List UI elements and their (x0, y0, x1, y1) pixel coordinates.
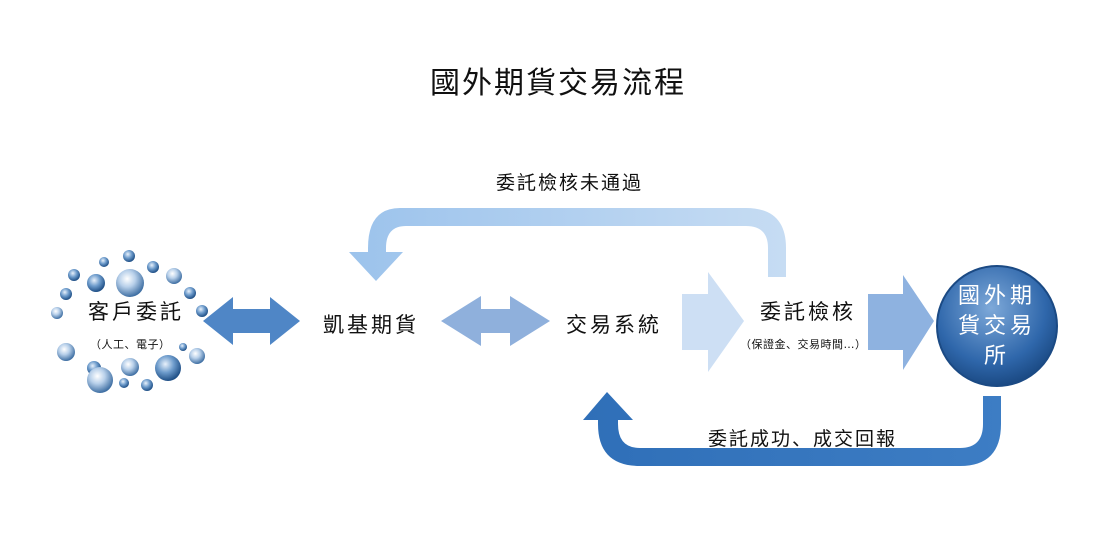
client-sublabel: （人工、電子） (90, 338, 171, 351)
broker-label: 凱基期貨 (323, 313, 419, 337)
client-broker-double-arrow (203, 297, 300, 345)
exchange-label-line2: 貨交易 (957, 314, 1036, 339)
client-bubble-cluster (51, 250, 208, 393)
system-label: 交易系統 (566, 313, 662, 337)
broker-system-double-arrow (441, 296, 550, 346)
check-label: 委託檢核 (760, 300, 856, 324)
report-return-arrow (583, 392, 1001, 466)
exchange-label: 國外期 貨交易 所 (937, 282, 1057, 372)
exchange-label-line3: 所 (983, 344, 1010, 369)
client-label: 客戶委託 (88, 300, 184, 324)
report-arrow-label: 委託成功、成交回報 (708, 428, 898, 450)
page-title: 國外期貨交易流程 (430, 66, 686, 101)
check-sublabel: （保證金、交易時間…） (740, 338, 867, 351)
check-exchange-arrow (868, 275, 934, 370)
system-check-arrow (682, 272, 744, 372)
reject-return-arrow (349, 208, 786, 281)
reject-arrow-label: 委託檢核未通過 (496, 172, 644, 194)
exchange-label-line1: 國外期 (957, 284, 1036, 309)
exchange-circle (936, 265, 1058, 387)
